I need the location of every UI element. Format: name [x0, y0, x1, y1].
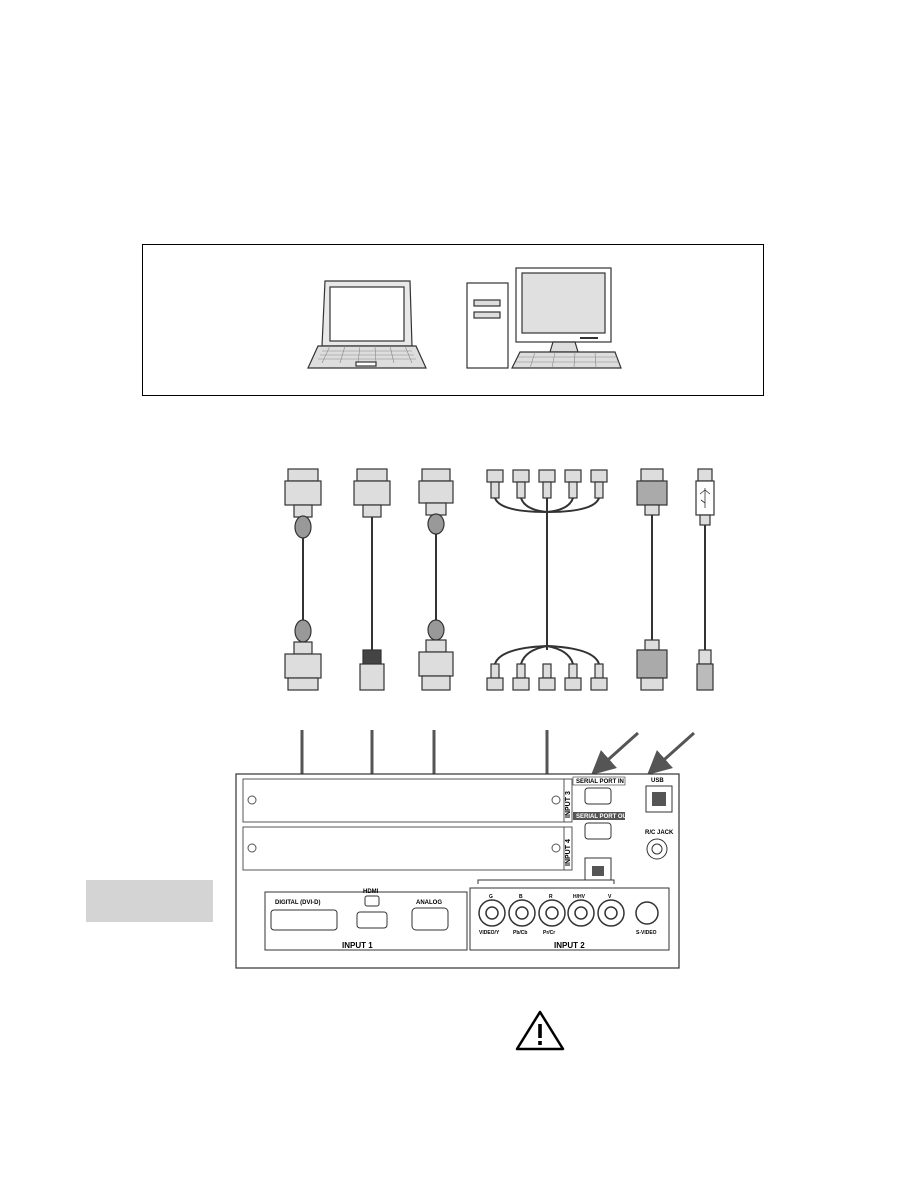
page-tab [86, 880, 213, 922]
input2-label: INPUT 2 [554, 941, 585, 950]
serial-cable [636, 468, 668, 691]
input4-label: INPUT 4 [565, 839, 572, 866]
bnc-label-pr-cr: Pr/Cr [543, 930, 555, 936]
input3-label: INPUT 3 [565, 791, 572, 818]
bnc-label-video-y: VIDEO/Y [479, 930, 500, 936]
serial-port-out-label: SERIAL PORT OUT [576, 814, 631, 820]
hdmi-cable [353, 468, 391, 691]
dvi-label: DIGITAL (DVI-D) [275, 900, 320, 906]
projector-rear-panel [235, 773, 680, 969]
laptop-icon [307, 280, 427, 369]
analog-label: ANALOG [416, 900, 442, 906]
warning-triangle-icon [515, 1010, 565, 1051]
dvi-cable [284, 468, 322, 691]
panel-labels: SERIAL PORT IN SERIAL PORT OUT USB R/C J… [275, 778, 674, 950]
serial-port-in-label: SERIAL PORT IN [576, 779, 624, 785]
svideo-label: S-VIDEO [636, 930, 657, 936]
input1-label: INPUT 1 [342, 941, 373, 950]
bnc-label-pb-cb: Pb/Cb [513, 930, 527, 936]
usb-label: USB [651, 778, 664, 784]
usb-cable [695, 468, 715, 691]
computer-equipment-box [142, 244, 764, 396]
hdmi-label: HDMI [363, 889, 379, 895]
desktop-computer-icon [466, 267, 622, 369]
rc-jack-label: R/C JACK [645, 830, 674, 836]
dvi-to-vga-cable [418, 468, 454, 691]
bnc-label-v: V [608, 894, 612, 900]
bnc-label-r: R [549, 894, 553, 900]
bnc-label-b: B [519, 894, 523, 900]
bnc-label-g: G [489, 894, 493, 900]
bnc-cable [486, 469, 608, 691]
bnc-label-hhv: H/HV [573, 894, 586, 900]
